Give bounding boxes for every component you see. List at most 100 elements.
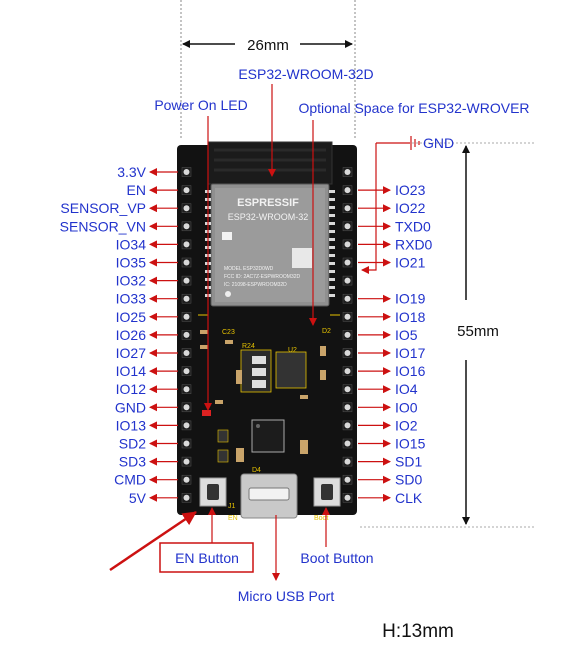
right-header-pin bbox=[342, 493, 353, 503]
right-header-pin bbox=[342, 420, 353, 431]
length-label: 55mm bbox=[457, 323, 499, 340]
left-pin-label-io26: IO26 bbox=[116, 327, 147, 343]
optional-space-callout: Optional Space for ESP32-WROVER bbox=[298, 100, 529, 116]
right-pin-label-clk: CLK bbox=[395, 490, 423, 506]
right-header-pin bbox=[342, 275, 353, 286]
right-header-pin bbox=[342, 384, 353, 394]
silk-c23: C23 bbox=[222, 329, 235, 336]
right-pin-label-sd1: SD1 bbox=[395, 454, 422, 470]
en-big-arrow bbox=[109, 510, 197, 572]
left-header-pin bbox=[181, 474, 192, 485]
left-header-pin bbox=[181, 330, 192, 340]
esp32-module: ESPRESSIF ESP32-WROOM-32 MODEL ESP32D0WD… bbox=[210, 183, 330, 307]
right-pin-label-io21: IO21 bbox=[395, 255, 426, 271]
left-pin-label-cmd: CMD bbox=[114, 472, 146, 488]
left-pin-label-sd3: SD3 bbox=[119, 454, 146, 470]
right-pin-label-io18: IO18 bbox=[395, 309, 426, 325]
left-header-pin bbox=[181, 185, 192, 195]
usb-port-callout: Micro USB Port bbox=[238, 588, 335, 604]
right-pin-label-txd0: TXD0 bbox=[395, 218, 431, 234]
left-header-pin bbox=[181, 257, 192, 268]
left-pin-label-io14: IO14 bbox=[116, 363, 147, 379]
left-pin-label-5v: 5V bbox=[129, 490, 147, 506]
right-pin-label-io19: IO19 bbox=[395, 291, 426, 307]
left-header-pin bbox=[181, 366, 192, 376]
height-label: H:13mm bbox=[382, 621, 454, 642]
silk-r24: R24 bbox=[242, 343, 255, 350]
right-pin-header bbox=[342, 167, 353, 503]
left-header-pin bbox=[181, 493, 192, 503]
width-label: 26mm bbox=[247, 37, 289, 54]
right-header-pin bbox=[342, 330, 353, 340]
right-pin-label-rxd0: RXD0 bbox=[395, 236, 433, 252]
left-pin-label-3-3v: 3.3V bbox=[117, 164, 146, 180]
left-pin-label-io25: IO25 bbox=[116, 309, 147, 325]
en-button-callout: EN Button bbox=[175, 550, 239, 566]
module-callout: ESP32-WROOM-32D bbox=[238, 66, 373, 82]
left-header-pin bbox=[181, 203, 192, 213]
silk-d2: D2 bbox=[322, 328, 331, 335]
left-pin-label-en: EN bbox=[127, 182, 146, 198]
chip-fine-print-1: MODEL ESP32D0WD bbox=[224, 266, 274, 272]
left-header-pin bbox=[181, 293, 192, 304]
right-pin-label-io17: IO17 bbox=[395, 345, 426, 361]
left-header-pin bbox=[181, 167, 192, 177]
silk-en: EN bbox=[228, 515, 238, 522]
left-header-pin bbox=[181, 402, 192, 413]
silk-j1: J1 bbox=[228, 503, 236, 510]
board-components: C23 D2 R24 U2 EN Boot bbox=[198, 314, 341, 522]
right-pin-label-io15: IO15 bbox=[395, 436, 426, 452]
right-header-pin bbox=[342, 185, 353, 195]
right-header-pin bbox=[342, 456, 353, 467]
left-header-pin bbox=[181, 221, 192, 232]
chip-fine-print-2: FCC ID: 2AC7Z-ESPWROOM32D bbox=[224, 274, 301, 280]
gnd-callout: GND bbox=[361, 135, 454, 274]
right-pin-label-sd0: SD0 bbox=[395, 472, 422, 488]
right-header-pin bbox=[342, 402, 353, 413]
right-header-pin bbox=[342, 167, 353, 177]
right-header-pin bbox=[342, 203, 353, 213]
right-header-pin bbox=[342, 293, 353, 304]
left-header-pin bbox=[181, 275, 192, 286]
left-header-pin bbox=[181, 348, 192, 358]
left-header-pin bbox=[181, 438, 192, 449]
gnd-callout-label: GND bbox=[423, 135, 454, 151]
boot-button-callout: Boot Button bbox=[300, 550, 373, 566]
left-header-pin bbox=[181, 239, 192, 250]
right-pin-label-io0: IO0 bbox=[395, 399, 418, 415]
right-pin-label-io16: IO16 bbox=[395, 363, 426, 379]
right-header-pin bbox=[342, 221, 353, 232]
left-pin-label-io32: IO32 bbox=[116, 273, 147, 289]
left-header-pin bbox=[181, 456, 192, 467]
left-pin-label-io12: IO12 bbox=[116, 381, 147, 397]
chip-fine-print-3: IC: 21098-ESPWROOM32D bbox=[224, 282, 287, 288]
left-pin-label-gnd: GND bbox=[115, 399, 146, 415]
left-pin-label-io35: IO35 bbox=[116, 255, 147, 271]
left-pin-label-sd2: SD2 bbox=[119, 436, 146, 452]
left-pin-header bbox=[181, 167, 192, 503]
en-button-box bbox=[159, 542, 254, 573]
left-header-pin bbox=[181, 420, 192, 431]
right-header-pin bbox=[342, 438, 353, 449]
right-header-pin bbox=[342, 366, 353, 376]
right-pin-labels: IO23IO22TXD0RXD0IO21IO19IO18IO5IO17IO16I… bbox=[358, 182, 433, 506]
chip-brand: ESPRESSIF bbox=[237, 197, 299, 209]
right-header-pin bbox=[342, 474, 353, 485]
right-header-pin bbox=[342, 312, 353, 322]
right-pin-label-io5: IO5 bbox=[395, 327, 418, 343]
left-pin-label-io27: IO27 bbox=[116, 345, 147, 361]
right-header-pin bbox=[342, 239, 353, 250]
left-pin-label-io33: IO33 bbox=[116, 291, 147, 307]
right-pin-label-io23: IO23 bbox=[395, 182, 426, 198]
silk-boot: Boot bbox=[314, 515, 328, 522]
right-header-pin bbox=[342, 348, 353, 358]
chip-model: ESP32-WROOM-32 bbox=[228, 212, 309, 222]
right-pin-label-io4: IO4 bbox=[395, 381, 418, 397]
silk-d4: D4 bbox=[252, 467, 261, 474]
left-pin-label-io13: IO13 bbox=[116, 417, 147, 433]
silk-u2: U2 bbox=[288, 347, 297, 354]
left-pin-labels: 3.3VENSENSOR_VPSENSOR_VNIO34IO35IO32IO33… bbox=[60, 164, 178, 506]
right-header-pin bbox=[342, 257, 353, 268]
right-pin-label-io22: IO22 bbox=[395, 200, 426, 216]
